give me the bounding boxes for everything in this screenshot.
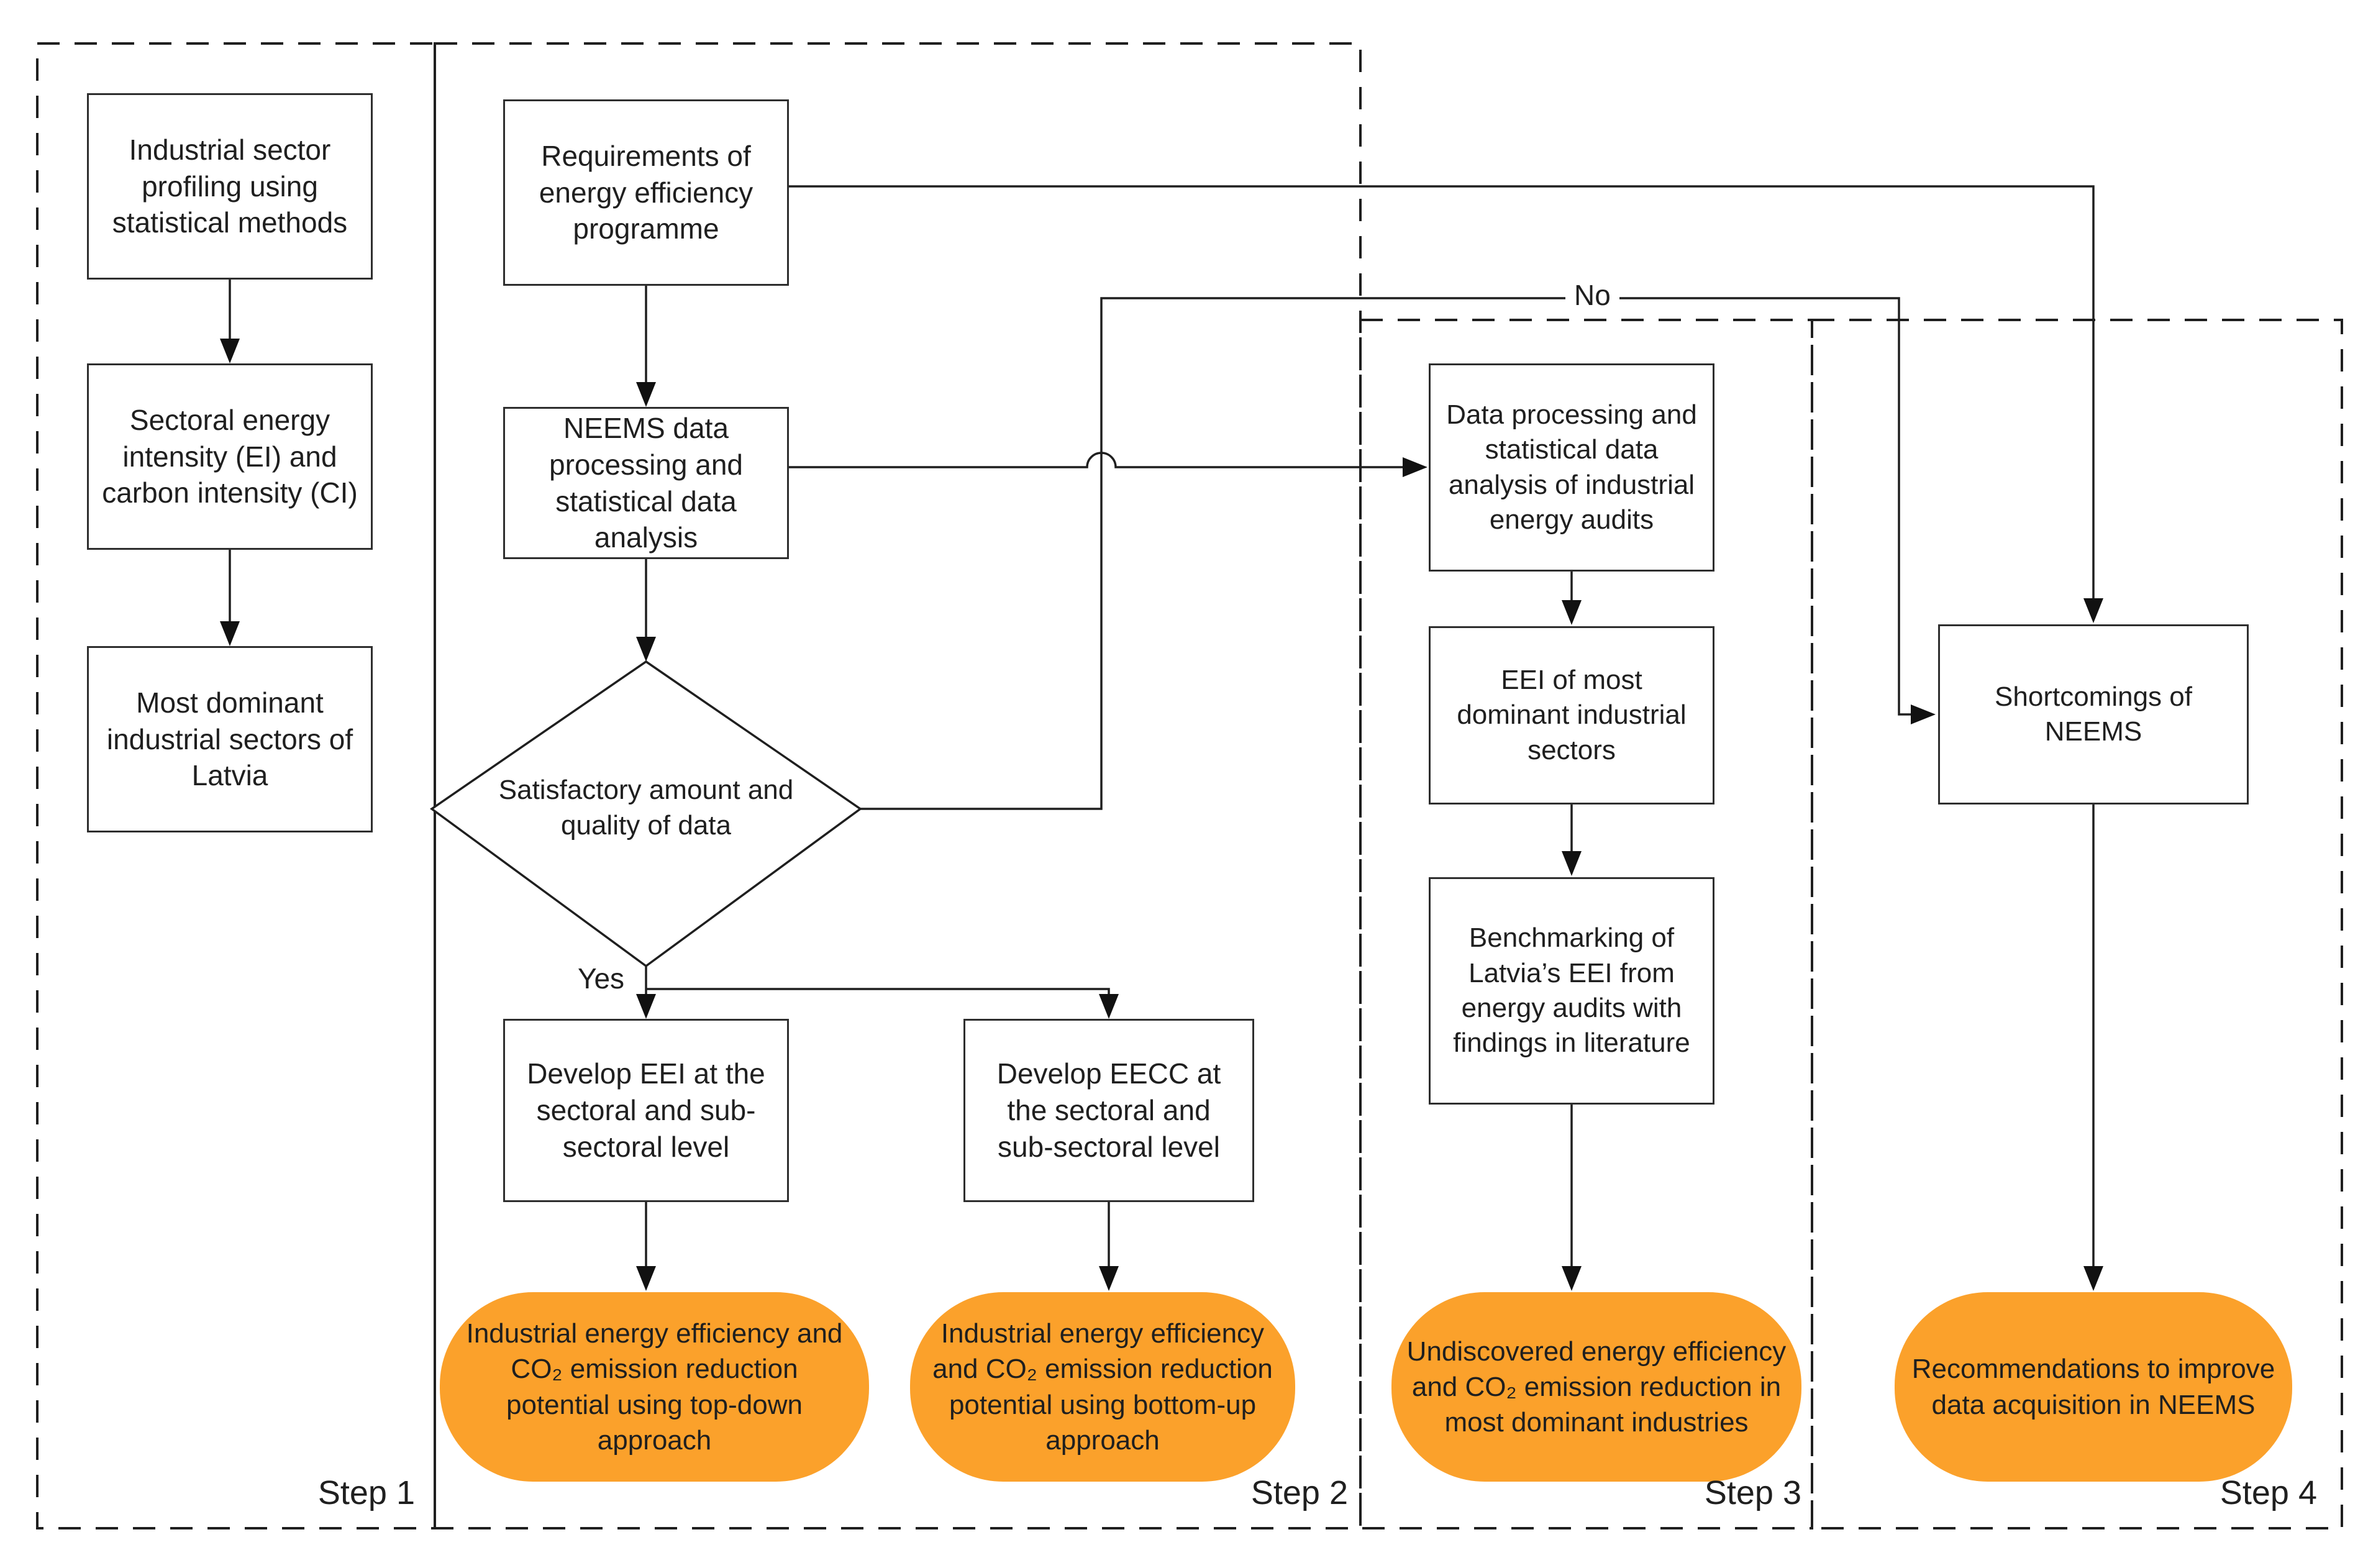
flow-box-industrial-sector-profiling-text: Industrial sector profiling using statis… [112,133,348,239]
flow-box-sectoral-intensity: Sectoral energy intensity (EI) and carbo… [87,363,373,550]
flow-box-sectoral-intensity-text: Sectoral energy intensity (EI) and carbo… [102,403,358,509]
terminal-recommendations: Recommendations to improve data acquisit… [1895,1292,2292,1482]
flow-box-shortcomings-neems-text: Shortcomings of NEEMS [1995,681,2192,747]
flow-box-requirements: Requirements of energy efficiency progra… [503,99,789,286]
terminal-top-down-potential-text: Industrial energy efficiency and CO₂ emi… [466,1318,843,1456]
flow-box-requirements-text: Requirements of energy efficiency progra… [539,139,754,245]
arrowhead-c3 [1562,851,1582,876]
arrowhead-c1-left [1403,457,1427,477]
arrowhead-c2 [1562,600,1582,625]
flow-box-shortcomings-neems: Shortcomings of NEEMS [1938,624,2249,805]
arrowhead-shortcomings-top [2083,598,2103,623]
step4-region-border [1811,319,2343,1529]
flow-box-neems-processing: NEEMS data processing and statistical da… [503,407,789,559]
terminal-top-down-potential: Industrial energy efficiency and CO₂ emi… [440,1292,869,1482]
step2-region-border [434,42,1362,1529]
arrowhead-b2 [220,339,240,363]
step4-label: Step 4 [2220,1474,2317,1511]
flow-box-develop-eei: Develop EEI at the sectoral and sub-sect… [503,1019,789,1202]
flow-box-benchmarking: Benchmarking of Latvia’s EEI from energy… [1429,877,1714,1105]
flow-box-develop-eecc-text: Develop EECC at the sectoral and sub-sec… [996,1057,1221,1163]
arrowhead-orange4 [2083,1266,2103,1291]
flow-box-develop-eecc: Develop EECC at the sectoral and sub-sec… [963,1019,1254,1202]
arrowhead-eecc [1099,994,1119,1019]
arrowhead-orange3 [1562,1266,1582,1291]
arrowhead-eei [636,994,656,1019]
flow-box-neems-processing-text: NEEMS data processing and statistical da… [549,411,743,554]
flow-box-audit-data-processing: Data processing and statistical data ana… [1429,363,1714,572]
arrowhead-decision [636,637,656,662]
connector-req-shortcomings [789,185,2095,598]
step2-label: Step 2 [1250,1474,1348,1511]
flow-box-develop-eei-text: Develop EEI at the sectoral and sub-sect… [527,1057,765,1163]
decision-satisfactory-data: Satisfactory amount and quality of data [472,733,820,882]
yes-branch-label: Yes [578,962,625,995]
flow-box-benchmarking-text: Benchmarking of Latvia’s EEI from energy… [1453,923,1690,1059]
terminal-bottom-up-potential-text: Industrial energy efficiency and CO₂ emi… [932,1318,1273,1456]
decision-satisfactory-data-text: Satisfactory amount and quality of data [498,774,794,841]
arrowhead-shortcomings-left [1911,704,1936,724]
arrowhead-b3 [220,621,240,646]
connector-neems-c1 [789,452,1403,468]
connector-decision-no-shortcomings [860,297,1911,810]
arrowhead-neems [636,382,656,407]
terminal-undiscovered-potential-text: Undiscovered energy efficiency and CO₂ e… [1406,1336,1787,1438]
no-branch-label: No [1565,278,1619,312]
connector-yes-junction [646,988,1110,994]
flow-box-eei-dominant-sectors-text: EEI of most dominant industrial sectors [1457,665,1687,765]
step3-label: Step 3 [1704,1474,1801,1511]
terminal-undiscovered-potential: Undiscovered energy efficiency and CO₂ e… [1391,1292,1801,1482]
arrowhead-orange2 [1099,1266,1119,1291]
arrowhead-orange1 [636,1266,656,1291]
flow-box-dominant-sectors-text: Most dominant industrial sectors of Latv… [106,686,353,792]
terminal-recommendations-text: Recommendations to improve data acquisit… [1911,1354,2275,1420]
flow-box-audit-data-processing-text: Data processing and statistical data ana… [1446,399,1697,535]
step1-label: Step 1 [317,1474,415,1511]
terminal-bottom-up-potential: Industrial energy efficiency and CO₂ emi… [910,1292,1295,1482]
decision-diamond-shape [429,660,863,968]
flow-box-eei-dominant-sectors: EEI of most dominant industrial sectors [1429,626,1714,805]
flow-box-industrial-sector-profiling: Industrial sector profiling using statis… [87,93,373,280]
flow-box-dominant-sectors: Most dominant industrial sectors of Latv… [87,646,373,832]
